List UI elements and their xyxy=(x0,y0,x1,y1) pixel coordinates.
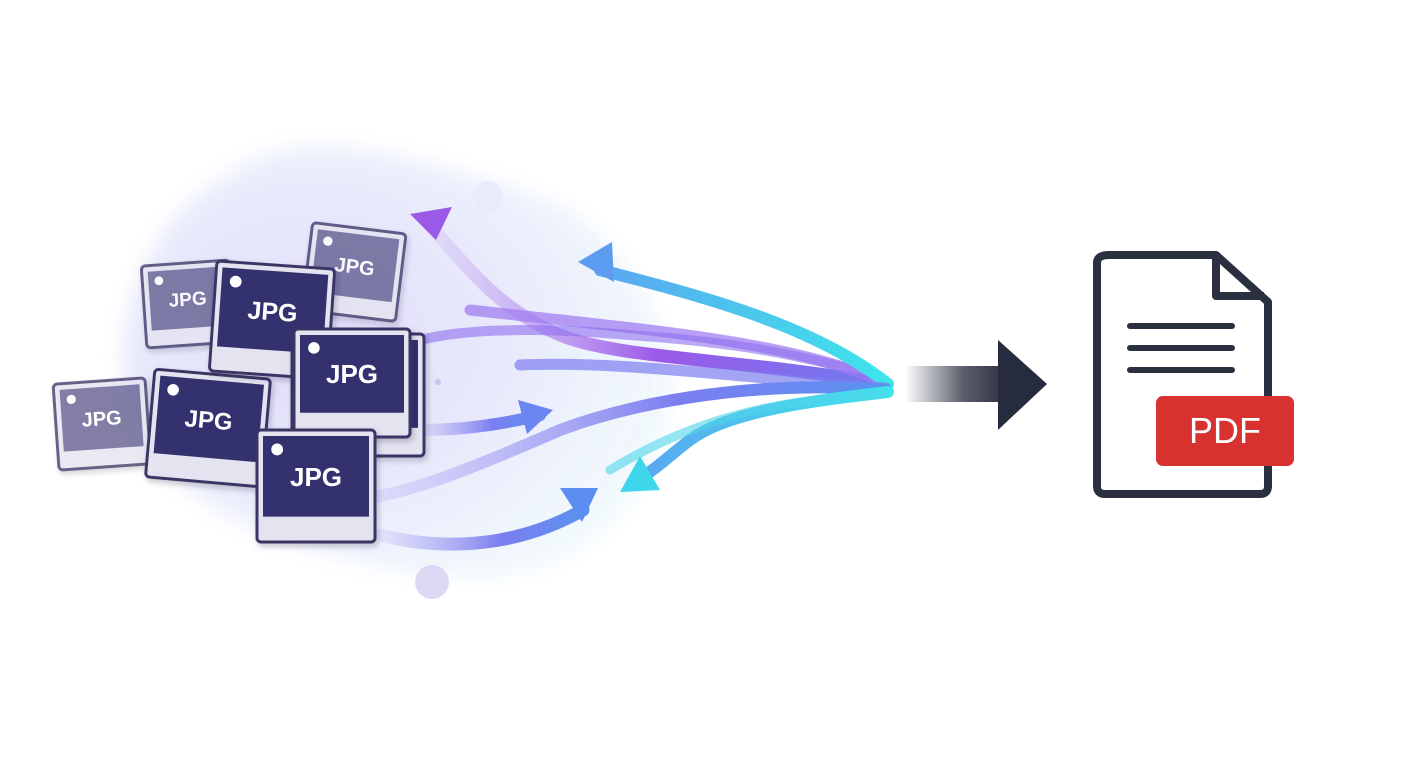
blue-right-arrowhead xyxy=(518,400,553,434)
jpg-label: JPG xyxy=(168,288,207,312)
arrow-heads xyxy=(410,207,660,522)
blue-upward-arrow xyxy=(594,264,894,390)
jpg-label: JPG xyxy=(184,405,234,436)
image-sun-icon xyxy=(229,275,242,288)
image-sun-icon xyxy=(308,342,320,354)
right-arrow-icon xyxy=(905,340,1047,430)
image-area xyxy=(59,384,144,452)
jpg-label: JPG xyxy=(290,462,342,492)
jpg-image-file-icon: JPG xyxy=(255,428,377,544)
jpg-label: JPG xyxy=(81,407,122,432)
image-sun-icon xyxy=(167,383,179,396)
cyan-arrowhead xyxy=(620,456,660,492)
pdf-document-icon: PDF xyxy=(1093,251,1294,498)
image-area xyxy=(147,266,228,331)
flow-arrows xyxy=(354,221,894,551)
purple-upward-arrow xyxy=(425,221,892,392)
jpg-image-file-icon: JPG xyxy=(51,376,153,472)
jpg-image-file-icon: JPG xyxy=(292,327,412,439)
indigo-arrowhead xyxy=(560,488,598,522)
blue-arrowhead xyxy=(578,242,614,282)
pdf-badge-label: PDF xyxy=(1189,410,1261,451)
jpg-label: JPG xyxy=(333,254,375,281)
jpg-file-stack: JPGJPGJPGJPGJPGJPGJPGJPG xyxy=(51,221,426,544)
image-sun-icon xyxy=(154,276,164,286)
image-sun-icon xyxy=(271,443,284,456)
purple-arrowhead xyxy=(410,207,452,240)
jpg-label: JPG xyxy=(326,359,378,389)
jpg-image-file-icon: JPG xyxy=(144,367,272,489)
indigo-right-arrow xyxy=(373,503,590,551)
image-area xyxy=(153,375,264,463)
document-fold xyxy=(1212,259,1264,300)
pdf-badge xyxy=(1156,396,1294,466)
image-sun-icon xyxy=(323,236,333,246)
jpg-label: JPG xyxy=(247,296,299,327)
image-sun-icon xyxy=(66,394,76,405)
